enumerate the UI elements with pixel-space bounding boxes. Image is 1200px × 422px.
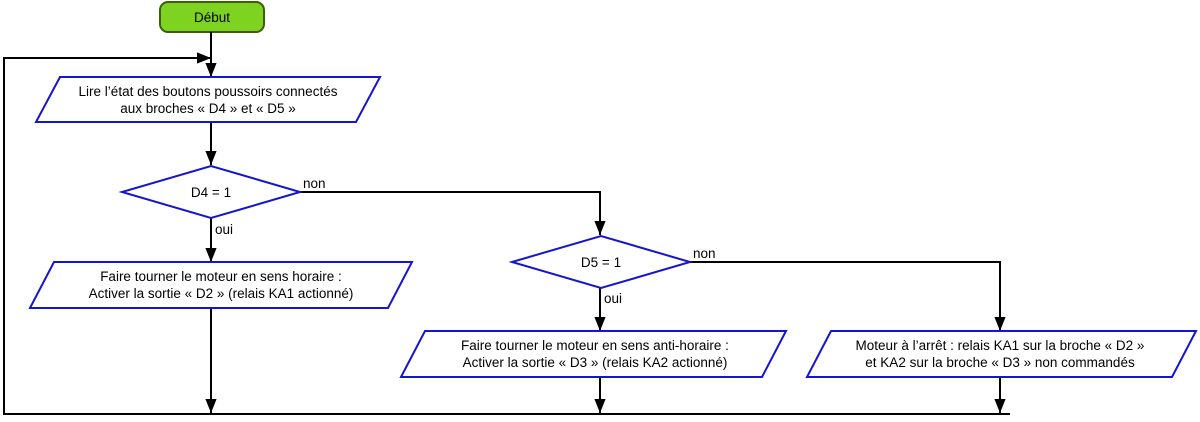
d4-yes-label: oui: [215, 222, 234, 237]
stop-box: [805, 330, 1198, 378]
read-buttons-line1: Lire l’état des boutons poussoirs connec…: [78, 84, 338, 99]
d5-no-label: non: [693, 246, 716, 261]
stop-text: Moteur à l’arrêt : relais KA1 sur la bro…: [812, 337, 1188, 371]
start-label: Début: [193, 10, 231, 25]
decision-d5-label: D5 = 1: [580, 255, 622, 270]
clockwise-line1: Faire tourner le moteur en sens horaire …: [100, 269, 342, 284]
counter-clockwise-line2: Activer la sortie « D3 » (relais KA2 act…: [462, 355, 728, 370]
decision-d4-label: D4 = 1: [190, 185, 232, 200]
connector-d5-no: [690, 261, 1006, 331]
read-buttons-box: [34, 76, 382, 123]
counter-clockwise-box: [399, 330, 788, 378]
d5-yes-label: oui: [604, 291, 623, 306]
clockwise-text: Faire tourner le moteur en sens horaire …: [36, 268, 406, 302]
counter-clockwise-text: Faire tourner le moteur en sens anti-hor…: [410, 337, 780, 371]
decision-d5: [508, 234, 694, 290]
d4-no-label: non: [303, 176, 326, 191]
clockwise-line2: Activer la sortie « D2 » (relais KA1 act…: [88, 286, 354, 301]
connector-loop-back: [3, 52, 1010, 415]
connectors: [3, 32, 1010, 415]
clockwise-box: [28, 261, 414, 309]
decision-d4: [118, 164, 304, 220]
stop-line2: et KA2 sur la broche « D3 » non commandé…: [865, 355, 1135, 370]
counter-clockwise-line1: Faire tourner le moteur en sens anti-hor…: [461, 338, 729, 353]
connector-d4-no: [300, 191, 606, 235]
stop-line1: Moteur à l’arrêt : relais KA1 sur la bro…: [855, 338, 1145, 353]
read-buttons-line2: aux broches « D4 » et « D5 »: [120, 101, 296, 116]
read-buttons-text: Lire l’état des boutons poussoirs connec…: [40, 83, 376, 117]
